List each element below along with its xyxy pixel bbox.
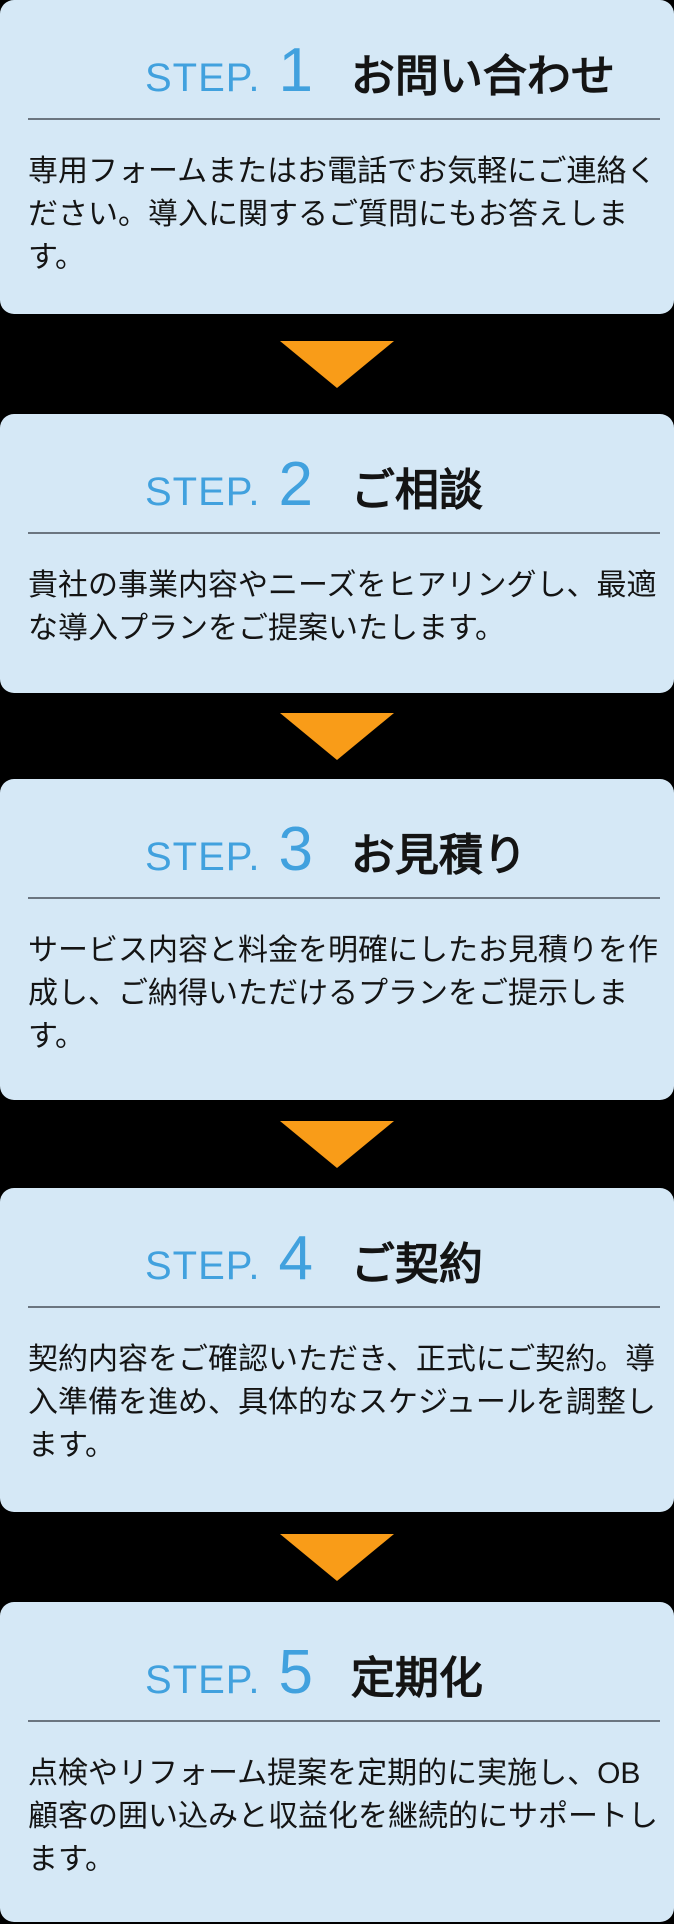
step-label: STEP.	[145, 470, 261, 514]
divider	[28, 532, 660, 534]
step-title: ご契約	[350, 1240, 483, 1289]
step-title: お問い合わせ	[350, 52, 615, 101]
down-arrow-icon	[280, 1120, 394, 1168]
step-1-heading: STEP. 1 お問い合わせ	[145, 40, 674, 102]
step-3-heading: STEP. 3 お見積り	[145, 819, 674, 881]
down-arrow-icon	[280, 1533, 394, 1581]
step-title: お見積り	[350, 831, 527, 880]
step-number: 2	[278, 450, 313, 519]
step-description: 点検やリフォーム提案を定期的に実施し、OB顧客の囲い込みと収益化を継続的にサポー…	[28, 1757, 658, 1876]
step-card-1: STEP. 1 お問い合わせ 専用フォームまたはお電話でお気軽にご連絡ください。…	[0, 0, 674, 314]
step-number: 5	[278, 1638, 313, 1707]
divider	[28, 118, 660, 120]
step-4-heading: STEP. 4 ご契約	[145, 1228, 674, 1290]
step-description: サービス内容と料金を明確にしたお見積りを作成し、ご納得いただけるプランをご提示し…	[28, 934, 658, 1053]
step-number: 3	[278, 815, 313, 884]
step-card-4: STEP. 4 ご契約 契約内容をご確認いただき、正式にご契約。導入準備を進め、…	[0, 1188, 674, 1512]
step-number: 4	[278, 1224, 313, 1293]
arrow-gap-1	[0, 314, 674, 414]
step-number: 1	[278, 36, 313, 105]
divider	[28, 897, 660, 899]
step-label: STEP.	[145, 835, 261, 879]
step-card-3: STEP. 3 お見積り サービス内容と料金を明確にしたお見積りを作成し、ご納得…	[0, 779, 674, 1100]
step-label: STEP.	[145, 1658, 261, 1702]
step-label: STEP.	[145, 1244, 261, 1288]
step-5-heading: STEP. 5 定期化	[145, 1642, 674, 1704]
step-card-2: STEP. 2 ご相談 貴社の事業内容やニーズをヒアリングし、最適な導入プランを…	[0, 414, 674, 693]
step-description: 貴社の事業内容やニーズをヒアリングし、最適な導入プランをご提案いたします。	[28, 569, 657, 645]
arrow-gap-2	[0, 693, 674, 779]
arrow-gap-3	[0, 1100, 674, 1188]
step-2-heading: STEP. 2 ご相談	[145, 454, 674, 516]
divider	[28, 1720, 660, 1722]
divider	[28, 1306, 660, 1308]
step-title: 定期化	[350, 1654, 483, 1703]
step-description: 契約内容をご確認いただき、正式にご契約。導入準備を進め、具体的なスケジュールを調…	[28, 1343, 656, 1462]
step-description: 専用フォームまたはお電話でお気軽にご連絡ください。導入に関するご質問にもお答えし…	[28, 155, 657, 274]
step-title: ご相談	[350, 466, 483, 515]
step-card-5: STEP. 5 定期化 点検やリフォーム提案を定期的に実施し、OB顧客の囲い込み…	[0, 1602, 674, 1922]
down-arrow-icon	[280, 340, 394, 388]
down-arrow-icon	[280, 712, 394, 760]
arrow-gap-4	[0, 1512, 674, 1602]
step-label: STEP.	[145, 56, 261, 100]
